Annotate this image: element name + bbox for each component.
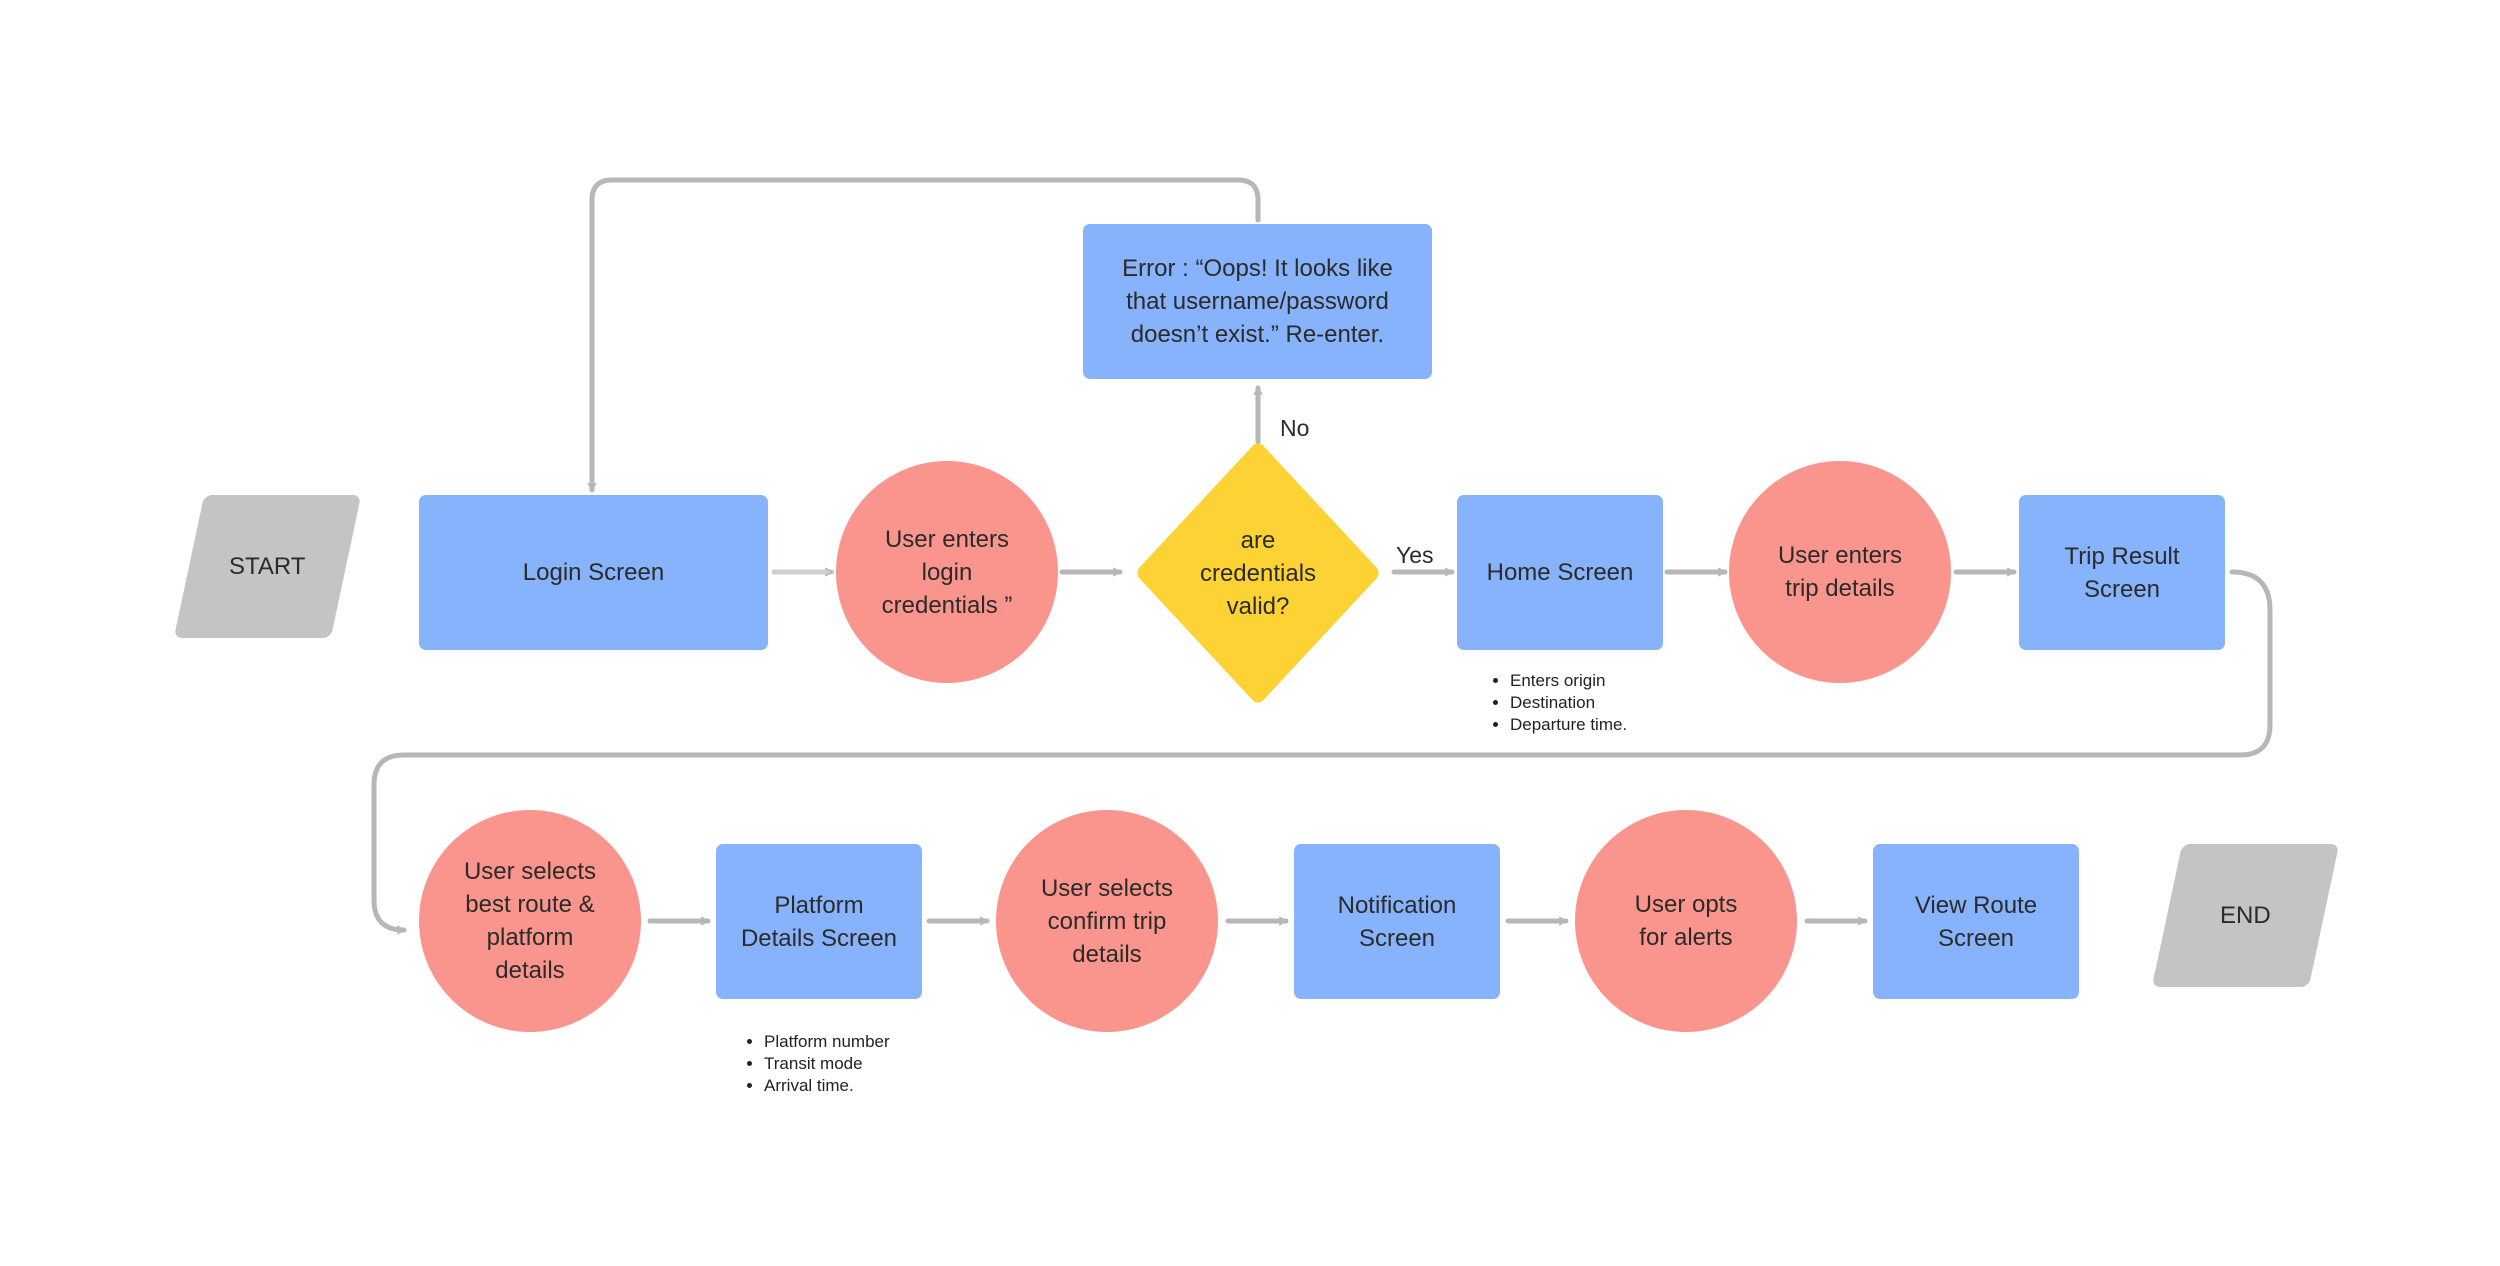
login-screen-label: Login Screen (522, 559, 665, 586)
platform-notes: Platform number Transit mode Arrival tim… (744, 1031, 890, 1097)
edge-label-no: No (1280, 415, 1310, 441)
credentials-decision-node: are credentials valid? (1124, 440, 1392, 706)
login-screen-node: Login Screen (419, 495, 768, 650)
connector-result-to-row2 (371, 569, 2273, 935)
home-screen-notes: Enters origin Destination Departure time… (1490, 670, 1627, 736)
platform-note-item: Transit mode (764, 1053, 890, 1075)
home-note-item: Destination (1510, 692, 1627, 714)
decision-text-box: are credentials valid? (1124, 446, 1392, 700)
enter-trip-label: User enters trip details (1777, 542, 1903, 602)
home-screen-label: Home Screen (1486, 559, 1634, 586)
end-label: END (2220, 902, 2271, 929)
confirm-trip-label: User selects confirm trip details (1040, 874, 1174, 968)
select-route-label: User selects best route & platform detai… (463, 858, 597, 984)
start-label: START (229, 553, 306, 580)
home-screen-node: Home Screen (1457, 495, 1663, 650)
view-route-screen-label: View Route Screen (1914, 891, 2038, 952)
opt-alerts-node: User opts for alerts (1575, 810, 1797, 1032)
confirm-trip-node: User selects confirm trip details (996, 810, 1218, 1032)
edge-label-yes: Yes (1396, 542, 1434, 568)
end-terminal: END (2151, 844, 2340, 987)
view-route-screen-node: View Route Screen (1873, 844, 2079, 999)
connector-error-to-login (587, 177, 1261, 493)
start-terminal: START (173, 495, 362, 638)
error-message-node: Error : “Oops! It looks like that userna… (1083, 224, 1432, 379)
platform-details-screen-label: Platform Details Screen (740, 891, 898, 952)
enter-trip-node: User enters trip details (1729, 461, 1951, 683)
trip-result-screen-label: Trip Result Screen (2064, 542, 2180, 603)
enter-credentials-label: User enters login credentials ” (881, 525, 1013, 619)
notification-screen-label: Notification Screen (1337, 891, 1457, 952)
decision-label: are credentials valid? (1199, 526, 1317, 620)
home-note-item: Departure time. (1510, 714, 1627, 736)
enter-credentials-node: User enters login credentials ” (836, 461, 1058, 683)
home-note-item: Enters origin (1510, 670, 1627, 692)
platform-note-item: Arrival time. (764, 1075, 890, 1097)
trip-result-screen-node: Trip Result Screen (2019, 495, 2225, 650)
platform-note-item: Platform number (764, 1031, 890, 1053)
select-route-node: User selects best route & platform detai… (419, 810, 641, 1032)
opt-alerts-label: User opts for alerts (1634, 891, 1738, 951)
platform-details-screen-node: Platform Details Screen (716, 844, 922, 999)
notification-screen-node: Notification Screen (1294, 844, 1500, 999)
error-message-label: Error : “Oops! It looks like that userna… (1122, 255, 1393, 348)
